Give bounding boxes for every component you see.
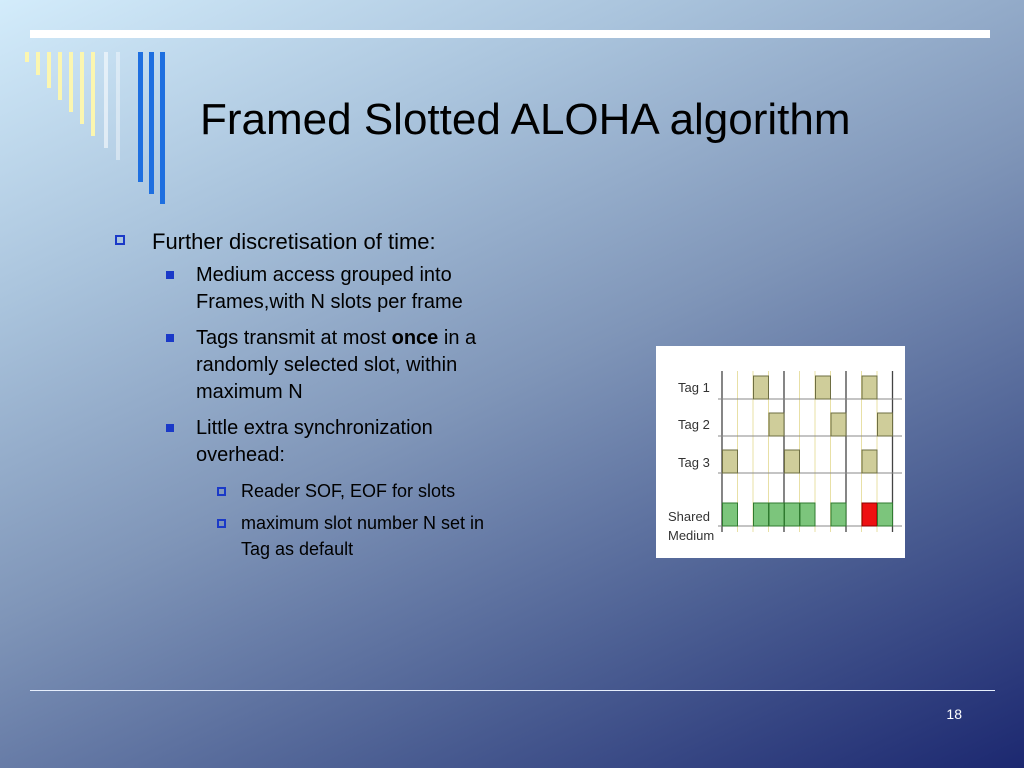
- row-label-tag-1: Tag 1: [678, 380, 710, 395]
- tag-transmission-mark: [722, 449, 738, 474]
- tag-transmission-mark: [830, 412, 847, 437]
- slot-marks: [722, 375, 893, 527]
- hollow-square-bullet-icon: [217, 487, 226, 496]
- success-slot-mark: [784, 502, 800, 527]
- bullet-text: maximum slot number N set in Tag as defa…: [241, 513, 485, 559]
- success-slot-mark: [768, 502, 785, 527]
- filled-square-bullet-icon: [166, 271, 174, 279]
- tag-transmission-mark: [784, 449, 800, 474]
- success-slot-mark: [722, 502, 738, 527]
- tag-transmission-mark: [877, 412, 893, 437]
- bullet-text: Reader SOF, EOF for slots: [241, 481, 456, 501]
- bullet-text: Further discretisation of time:: [152, 229, 436, 254]
- hollow-square-bullet-icon: [115, 235, 125, 245]
- filled-square-bullet-icon: [166, 334, 174, 342]
- bullet-max-slot-number: maximum slot number N set in Tag as defa…: [112, 510, 512, 562]
- row-label-tag-2: Tag 2: [678, 417, 710, 432]
- bullet-text-pre: Tags transmit at most: [196, 327, 392, 349]
- bullet-text-post: in a randomly selected slot, within maxi…: [196, 327, 477, 403]
- row-label-shared: Shared: [668, 509, 710, 524]
- row-label-medium: Medium: [668, 528, 714, 543]
- filled-square-bullet-icon: [166, 424, 174, 432]
- tag-transmission-mark: [861, 449, 878, 474]
- bottom-rule: [30, 690, 995, 691]
- bullet-list: Further discretisation of time: Medium a…: [112, 228, 512, 568]
- success-slot-mark: [830, 502, 847, 527]
- hollow-square-bullet-icon: [217, 519, 226, 528]
- success-slot-mark: [799, 502, 816, 527]
- tag-transmission-mark: [753, 375, 769, 400]
- bullet-text-bold: once: [391, 327, 439, 349]
- slot-timing-diagram: Tag 1 Tag 2 Tag 3 Shared Medium: [656, 346, 905, 558]
- top-rule: [30, 30, 990, 38]
- decorative-bars-icon: [25, 52, 165, 204]
- success-slot-mark: [753, 502, 769, 527]
- collision-slot-mark: [861, 502, 878, 527]
- page-number: 18: [946, 706, 962, 722]
- bullet-sync-overhead: Little extra synchronization overhead:: [112, 415, 512, 469]
- tag-transmission-mark: [861, 375, 878, 400]
- success-slot-mark: [877, 502, 893, 527]
- row-label-tag-3: Tag 3: [678, 455, 710, 470]
- bullet-reader-sof-eof: Reader SOF, EOF for slots: [112, 478, 512, 504]
- tag-transmission-mark: [815, 375, 831, 400]
- bullet-medium-access: Medium access grouped into Frames,with N…: [112, 262, 512, 316]
- bullet-tags-transmit: Tags transmit at most once in a randomly…: [112, 325, 512, 406]
- bullet-text: Little extra synchronization overhead:: [196, 417, 433, 466]
- slide-title: Framed Slotted ALOHA algorithm: [200, 95, 851, 144]
- bullet-further-discretisation: Further discretisation of time:: [112, 228, 512, 256]
- bullet-text: Medium access grouped into Frames,with N…: [196, 264, 463, 313]
- tag-transmission-mark: [768, 412, 785, 437]
